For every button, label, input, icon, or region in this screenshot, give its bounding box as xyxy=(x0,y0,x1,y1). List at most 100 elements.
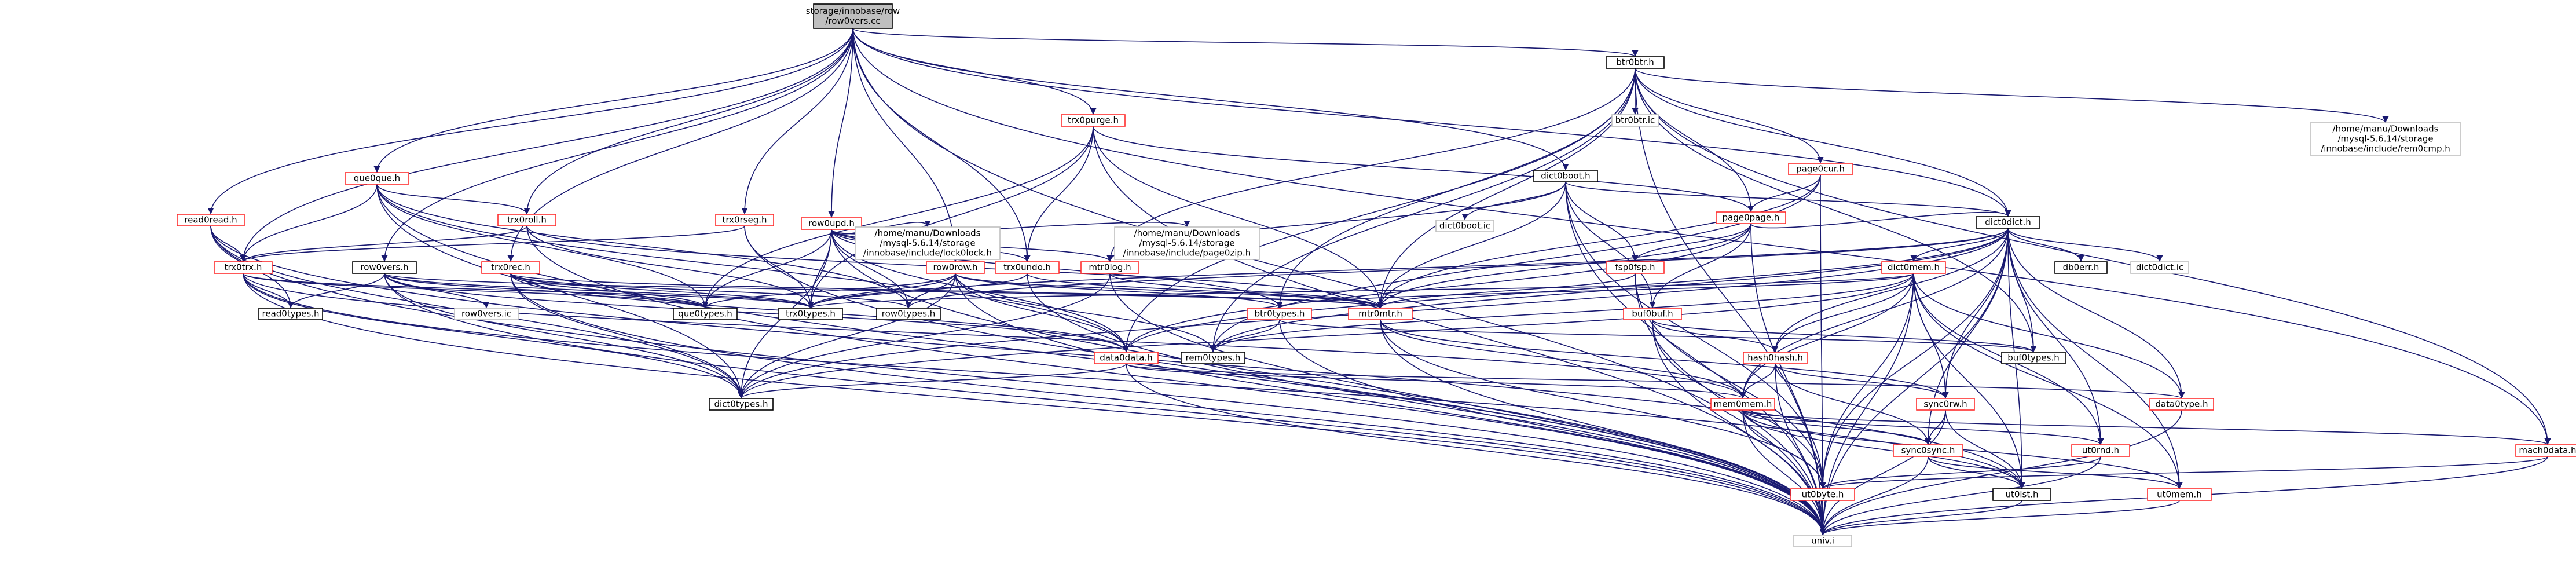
graph-node-row0types-h[interactable]: row0types.h xyxy=(876,308,941,320)
graph-node-trx0purge-h[interactable]: trx0purge.h xyxy=(1061,114,1126,127)
node-box xyxy=(481,261,540,274)
edge-hash0hash_h-to-mem0mem_h xyxy=(1739,363,1776,399)
graph-node-mtr0log-h[interactable]: mtr0log.h xyxy=(1080,261,1139,274)
graph-node-trx0undo-h[interactable]: trx0undo.h xyxy=(995,261,1060,274)
node-label: /innobase/include/rem0cmp.h xyxy=(2321,144,2450,154)
graph-node-data0data-h[interactable]: data0data.h xyxy=(1094,352,1159,364)
graph-node-data0type-h[interactable]: data0type.h xyxy=(2149,398,2214,411)
graph-node-fsp0fsp-h[interactable]: fsp0fsp.h xyxy=(1606,261,1665,274)
graph-node-univ-i[interactable]: univ.i xyxy=(1793,535,1852,547)
node-box xyxy=(673,308,738,320)
graph-node-ut0byte-h[interactable]: ut0byte.h xyxy=(1790,488,1855,501)
graph-node-row0upd-h[interactable]: row0upd.h xyxy=(801,217,862,230)
node-box xyxy=(258,308,323,320)
graph-node-btr0btr-h[interactable]: btr0btr.h xyxy=(1606,56,1665,69)
graph-node-mtr0mtr-h[interactable]: mtr0mtr.h xyxy=(1348,308,1413,320)
graph-node-row0vers-ic[interactable]: row0vers.ic xyxy=(454,308,519,320)
graph-node-que0que-h[interactable]: que0que.h xyxy=(345,172,409,185)
node-label: trx0trx.h xyxy=(225,262,262,273)
edge-row0row_h-to-mtr0mtr_h xyxy=(955,273,1384,309)
graph-node-mach0data-h[interactable]: mach0data.h xyxy=(2515,444,2576,457)
graph-node-ut0lst-h[interactable]: ut0lst.h xyxy=(1992,488,2051,501)
node-label: btr0types.h xyxy=(1255,309,1305,319)
graph-node-trx0rec-h[interactable]: trx0rec.h xyxy=(481,261,540,274)
edge-row0vers_h-to-univ_i xyxy=(384,273,1826,536)
graph-node-buf0types-h[interactable]: buf0types.h xyxy=(2001,352,2066,364)
edge-root-to-trx0trx_h xyxy=(240,28,853,262)
graph-node-buf0buf-h[interactable]: buf0buf.h xyxy=(1623,308,1682,320)
graph-node-sync0sync-h[interactable]: sync0sync.h xyxy=(1893,444,1963,457)
node-box xyxy=(995,261,1060,274)
graph-node-db0err-h[interactable]: db0err.h xyxy=(2054,261,2108,274)
graph-node-read0types-h[interactable]: read0types.h xyxy=(258,308,323,320)
node-label: mem0mem.h xyxy=(1714,399,1772,409)
edge-trx0purge_h-to-trx0types_h xyxy=(807,126,1094,309)
node-label: dict0mem.h xyxy=(1888,262,1940,273)
edge-page0page_h-to-univ_i xyxy=(1750,223,1826,536)
graph-node-home-lock0lock[interactable]: /home/manu/Downloads/mysql-5.6.14/storag… xyxy=(855,226,1001,260)
node-label: btr0btr.h xyxy=(1616,57,1654,68)
edge-mem0mem_h-to-ut0rnd_h xyxy=(1742,409,2104,445)
edge-dict0dict_h-to-mem0mem_h xyxy=(1739,228,2009,399)
edge-btr0btr_h-to-dict0dict_h xyxy=(1635,68,2011,217)
node-label: trx0rseg.h xyxy=(722,215,767,225)
node-label: trx0types.h xyxy=(786,309,836,319)
edge-root-to-trx0roll_h xyxy=(523,28,853,215)
graph-node-dict0types-h[interactable]: dict0types.h xyxy=(709,398,774,411)
edge-dict0mem_h-to-ut0lst_h xyxy=(1913,273,2025,489)
edge-root-to-dict0dict_h xyxy=(852,28,2011,217)
edge-root-to-row0vers_h xyxy=(381,28,853,262)
graph-node-home-page0zip[interactable]: /home/manu/Downloads/mysql-5.6.14/storag… xyxy=(1114,226,1260,260)
node-label: dict0boot.h xyxy=(1541,171,1590,181)
node-box xyxy=(1080,261,1139,274)
graph-node-btr0btr-ic[interactable]: btr0btr.ic xyxy=(1611,114,1659,127)
edge-root-to-que0que_h xyxy=(373,28,853,173)
graph-node-dict0mem-h[interactable]: dict0mem.h xyxy=(1881,261,1946,274)
graph-node-trx0trx-h[interactable]: trx0trx.h xyxy=(214,261,273,274)
node-box xyxy=(855,226,1001,260)
node-box xyxy=(1061,114,1126,127)
node-box xyxy=(715,214,774,226)
edge-trx0undo_h-to-univ_i xyxy=(1027,273,1826,536)
graph-node-hash0hash-h[interactable]: hash0hash.h xyxy=(1743,352,1808,364)
graph-node-btr0types-h[interactable]: btr0types.h xyxy=(1247,308,1312,320)
graph-node-trx0rseg-h[interactable]: trx0rseg.h xyxy=(715,214,774,226)
graph-node-dict0boot-h[interactable]: dict0boot.h xyxy=(1533,170,1598,182)
edge-row0vers_h-to-read0types_h xyxy=(287,273,385,309)
edge-page0page_h-to-mtr0mtr_h xyxy=(1377,223,1751,309)
graph-node-trx0types-h[interactable]: trx0types.h xyxy=(778,308,843,320)
graph-node-page0cur-h[interactable]: page0cur.h xyxy=(1788,163,1853,175)
node-box xyxy=(1976,216,2040,229)
graph-node-row0row-h[interactable]: row0row.h xyxy=(926,261,985,274)
edge-trx0trx_h-to-trx0types_h xyxy=(243,273,814,309)
graph-node-page0page-h[interactable]: page0page.h xyxy=(1716,211,1786,224)
edge-sync0rw_h-to-univ_i xyxy=(1819,409,1946,536)
edge-mem0mem_h-to-sync0sync_h xyxy=(1742,409,1932,445)
graph-node-que0types-h[interactable]: que0types.h xyxy=(673,308,738,320)
edge-btr0btr_h-to-univ_i xyxy=(1635,68,1826,536)
node-label: sync0rw.h xyxy=(1923,399,1967,409)
graph-node-sync0rw-h[interactable]: sync0rw.h xyxy=(1916,398,1975,411)
edge-btr0btr_h-to-page0page_h xyxy=(1635,68,1754,213)
edge-btr0types_h-to-univ_i xyxy=(1279,319,1826,536)
graph-node-row0vers-h[interactable]: row0vers.h xyxy=(352,261,417,274)
graph-node-root[interactable]: storage/innobase/row/row0vers.cc xyxy=(806,3,900,29)
node-label: row0row.h xyxy=(933,262,977,273)
graph-node-mem0mem-h[interactable]: mem0mem.h xyxy=(1710,398,1775,411)
graph-node-rem0types-h[interactable]: rem0types.h xyxy=(1181,352,1245,364)
graph-node-dict0boot-ic[interactable]: dict0boot.ic xyxy=(1435,220,1494,232)
graph-node-read0read-h[interactable]: read0read.h xyxy=(177,214,245,226)
node-box xyxy=(1793,535,1852,547)
edge-data0type_h-to-univ_i xyxy=(1819,409,2182,536)
node-box xyxy=(1716,211,1786,224)
graph-node-trx0roll-h[interactable]: trx0roll.h xyxy=(497,214,556,226)
node-box xyxy=(2149,398,2214,411)
edge-btr0btr_h-to-buf0types_h xyxy=(1635,68,2037,353)
graph-node-ut0rnd-h[interactable]: ut0rnd.h xyxy=(2071,444,2130,457)
graph-node-dict0dict-ic[interactable]: dict0dict.ic xyxy=(2130,261,2189,274)
graph-node-home-rem0cmp[interactable]: /home/manu/Downloads/mysql-5.6.14/storag… xyxy=(2310,122,2461,156)
edge-row0row_h-to-btr0types_h xyxy=(955,273,1283,309)
edge-data0data_h-to-univ_i xyxy=(1126,363,1826,536)
graph-node-dict0dict-h[interactable]: dict0dict.h xyxy=(1976,216,2040,229)
graph-node-ut0mem-h[interactable]: ut0mem.h xyxy=(2147,488,2212,501)
